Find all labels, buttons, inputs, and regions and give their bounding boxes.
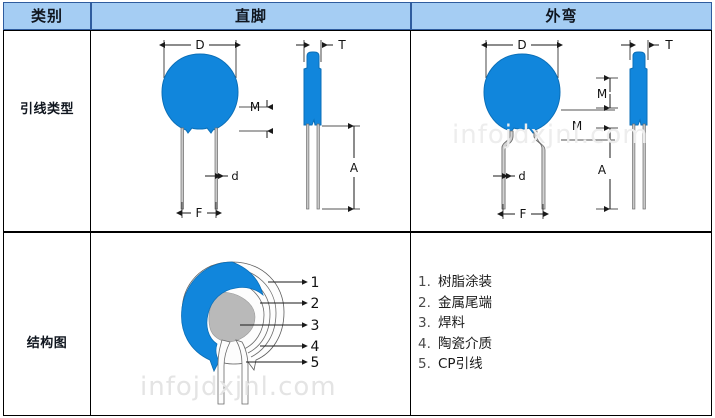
capacitor-body-straight-front — [161, 53, 239, 134]
dim-label-d-bent-front: d — [518, 169, 525, 183]
callout-number-3: 3 — [311, 318, 320, 334]
dim-label-A-bent-side: A — [598, 163, 607, 177]
lead-right-straight-side — [316, 123, 320, 210]
legend-label-5: CP引线 — [438, 356, 483, 372]
header-cell-bent: 外弯 — [411, 2, 712, 30]
row1-cell-bent-drawing — [411, 30, 712, 232]
callout-number-2: 2 — [311, 296, 320, 312]
row2-cell-legend — [411, 232, 712, 416]
header-label-category: 类别 — [30, 6, 63, 25]
dim-label-F-bent-front: F — [520, 207, 527, 221]
lead-right-bent-side — [642, 123, 646, 210]
row-label-structure: 结构图 — [26, 336, 68, 351]
legend-number-2: 2. — [418, 294, 431, 311]
bent-lead-side-view: T M A — [596, 38, 673, 212]
header-cell-straight: 直脚 — [91, 2, 411, 30]
legend-number-3: 3. — [418, 315, 431, 331]
legend-number-4: 4. — [418, 335, 431, 352]
dim-label-T-straight-side: T — [337, 38, 346, 52]
watermark-text: infojdxjnl.com — [140, 372, 337, 402]
straight-lead-front-view: D M d F — [159, 37, 273, 220]
capacitor-body-bent-side — [629, 51, 648, 126]
row1-cell-straight-drawing — [91, 30, 411, 232]
capacitor-body-straight-side — [303, 51, 322, 126]
lead-left-straight-front — [180, 127, 184, 210]
row-label-lead-type: 引线类型 — [19, 102, 74, 117]
legend-label-2: 金属尾端 — [438, 294, 492, 311]
legend-item-5: 5. CP引线 — [418, 354, 492, 375]
callout-number-4: 4 — [311, 339, 320, 355]
row2-cell-label — [3, 232, 91, 416]
legend-number-1: 1. — [418, 274, 431, 290]
legend-item-1: 1. 树脂涂装 — [418, 272, 492, 293]
dim-label-D-bent-front: D — [517, 38, 526, 52]
dim-label-d-straight-front: d — [231, 169, 238, 183]
row1-cell-label — [3, 30, 91, 232]
callout-number-5: 5 — [311, 355, 320, 371]
dim-label-M-straight-front: M — [250, 100, 260, 114]
bent-lead-front-view: D M d F — [481, 37, 615, 221]
legend-label-3: 焊料 — [438, 315, 465, 331]
header-label-straight: 直脚 — [234, 6, 267, 25]
watermark-text-secondary: infojdxjnl.com — [452, 120, 649, 150]
straight-lead-side-view: T A — [296, 38, 360, 212]
dim-label-M-bent-side: M — [597, 87, 607, 101]
dim-label-D-straight-front: D — [195, 38, 204, 52]
lead-wire-left-structure — [217, 339, 231, 405]
lead-left-straight-side — [306, 123, 310, 210]
dim-label-F-straight-front: F — [196, 206, 203, 220]
lead-type-table: 类别 直脚 外弯 引线类型 结构图 — [3, 2, 712, 416]
legend-number-5: 5. — [418, 356, 431, 372]
lead-left-bent-side — [632, 123, 636, 210]
legend-label-1: 树脂涂装 — [438, 274, 492, 290]
dim-label-T-bent-side: T — [664, 38, 673, 52]
callout-number-1: 1 — [311, 275, 320, 291]
dim-label-A-straight-side: A — [350, 161, 359, 175]
legend-label-4: 陶瓷介质 — [438, 335, 492, 352]
legend-item-2: 2. 金属尾端 — [418, 293, 492, 314]
legend-item-3: 3. 焊料 — [418, 313, 492, 334]
lead-wire-right-structure — [235, 339, 249, 405]
layer-resin-coating — [181, 261, 264, 373]
header-cell-category: 类别 — [3, 2, 91, 30]
structure-cutaway-diagram: 1 2 3 4 5 — [181, 261, 320, 405]
lead-right-straight-front — [214, 127, 218, 210]
header-label-bent: 外弯 — [545, 6, 578, 25]
capacitor-body-bent-front — [483, 53, 561, 134]
row2-cell-structure-drawing — [91, 232, 411, 416]
structure-legend-list: 1. 树脂涂装 2. 金属尾端 3. 焊料 4. 陶瓷介质 5. CP引线 — [418, 272, 492, 375]
legend-item-4: 4. 陶瓷介质 — [418, 334, 492, 355]
dim-label-M-bent-front: M — [572, 119, 582, 133]
